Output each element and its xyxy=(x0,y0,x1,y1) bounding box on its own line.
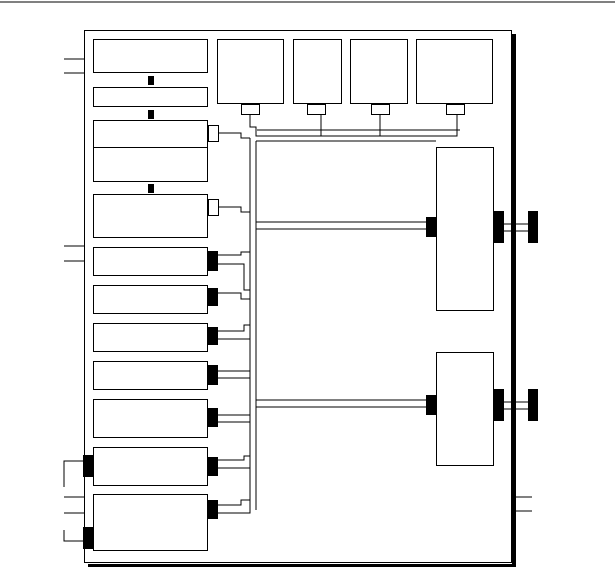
external-left-lines xyxy=(63,58,84,542)
top-block-1 xyxy=(217,39,284,104)
left-stack xyxy=(93,39,208,551)
block-3 xyxy=(93,120,208,182)
top-block-4 xyxy=(416,39,493,104)
top-row xyxy=(217,39,493,104)
block-10 xyxy=(93,447,208,486)
block-6 xyxy=(93,285,208,314)
block-8 xyxy=(93,361,208,390)
block-2 xyxy=(93,87,208,107)
top-ports xyxy=(241,104,465,115)
block-11 xyxy=(93,494,208,551)
right-block-2 xyxy=(436,352,494,466)
top-block-2 xyxy=(293,39,342,104)
board-shadow xyxy=(88,34,516,567)
edge-connectors xyxy=(504,223,528,410)
block-4 xyxy=(93,194,208,238)
stack-links xyxy=(148,76,154,193)
right-column xyxy=(436,147,494,466)
external-right-lines xyxy=(516,496,532,512)
block-5 xyxy=(93,247,208,276)
block-1 xyxy=(93,39,208,73)
block-9 xyxy=(93,399,208,438)
right-block-1 xyxy=(436,147,494,311)
bus-wiring xyxy=(218,115,460,514)
solid-ports xyxy=(83,211,538,549)
block-7 xyxy=(93,323,208,352)
top-block-3 xyxy=(350,39,408,104)
